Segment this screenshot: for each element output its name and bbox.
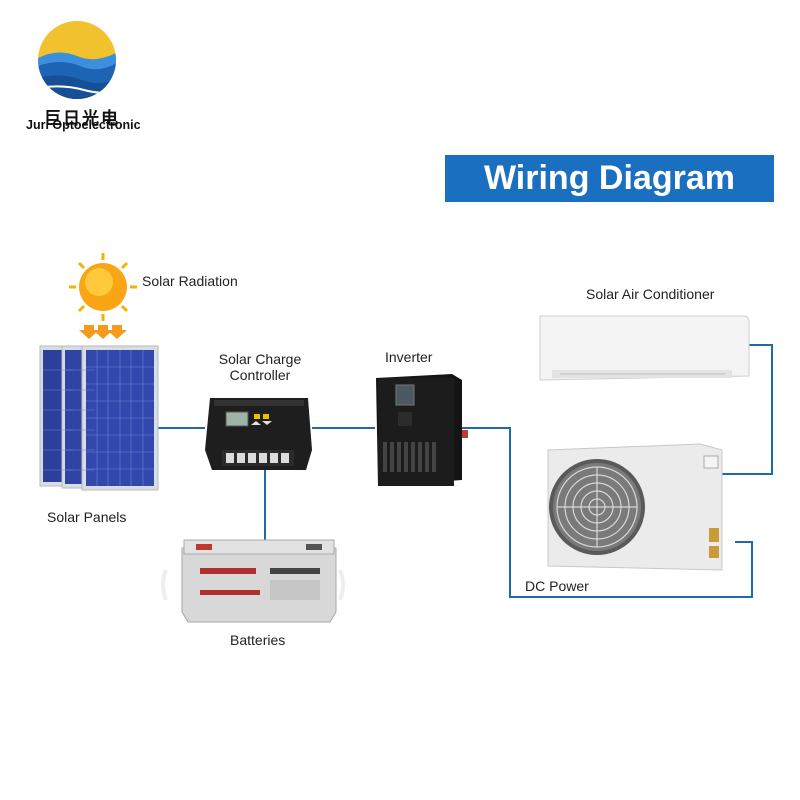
wire-indoor-outdoor	[722, 344, 773, 475]
label-solar-radiation: Solar Radiation	[142, 273, 238, 289]
inverter-image	[376, 374, 468, 486]
brand-name-cn: 巨日光电	[44, 109, 120, 129]
page-title: Wiring Diagram	[445, 155, 774, 202]
solar-panels-image	[39, 345, 159, 491]
wires	[155, 344, 773, 598]
indoor-ac-image	[539, 315, 750, 381]
sun-icon	[69, 253, 137, 321]
label-charge-controller-line1: Solar Charge	[218, 351, 302, 367]
label-solar-panels: Solar Panels	[47, 509, 127, 525]
battery-image	[161, 539, 345, 623]
brand-name-en: Juri Optoelectronic	[26, 118, 141, 132]
outdoor-ac-image	[547, 443, 723, 571]
wire-inverter-dc-power	[462, 427, 753, 598]
label-batteries: Batteries	[230, 632, 286, 648]
label-air-conditioner: Solar Air Conditioner	[586, 286, 715, 302]
label-inverter: Inverter	[385, 349, 433, 365]
label-charge-controller-line2: Controller	[229, 367, 291, 383]
label-dc-power: DC Power	[525, 578, 589, 594]
charge-controller-image	[205, 398, 312, 470]
radiation-arrows	[79, 325, 127, 339]
label-charge-controller: Solar Charge Controller	[206, 351, 314, 383]
